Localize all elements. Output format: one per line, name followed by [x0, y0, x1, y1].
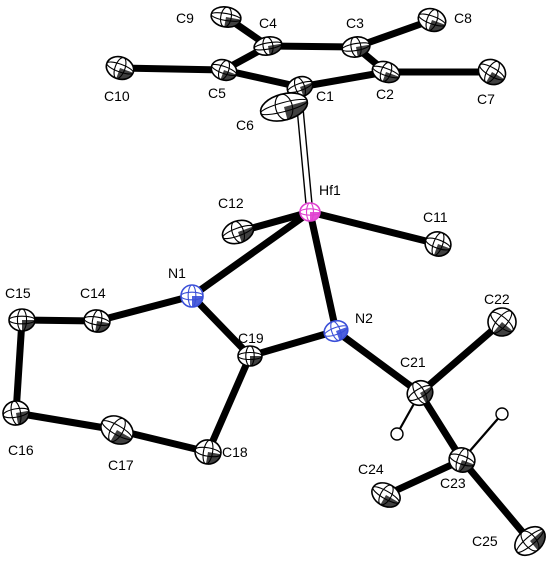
atom-c8 [417, 7, 447, 33]
atom-c6 [259, 92, 309, 122]
bond-cp-hf1-a [296, 107, 307, 205]
bond-c18-c19 [204, 352, 254, 456]
label-c10: C10 [104, 88, 130, 104]
atom-n2 [323, 319, 349, 343]
atom-c17 [100, 415, 134, 445]
label-c18: C18 [222, 444, 248, 460]
bond-c19-n2 [246, 327, 340, 360]
label-c17: C17 [108, 457, 134, 473]
label-c15: C15 [5, 285, 31, 301]
label-c16: C16 [8, 442, 34, 458]
label-hf1: Hf1 [319, 182, 341, 198]
atom-c22 [487, 307, 517, 337]
atom-c24 [371, 482, 401, 508]
bond-n1-c14 [93, 292, 196, 325]
label-c25: C25 [472, 533, 498, 549]
label-c21: C21 [400, 354, 426, 370]
label-c11: C11 [423, 209, 448, 225]
atom-c16 [2, 400, 30, 426]
label-n1: N1 [168, 265, 186, 281]
atom-c21 [406, 379, 434, 407]
atom-c7 [477, 58, 507, 86]
bond-c23-c24 [382, 456, 466, 499]
atom-c19 [237, 345, 263, 367]
atom-c23 [448, 447, 476, 473]
bond-hf1-c11 [306, 208, 442, 248]
label-n2: N2 [355, 310, 373, 326]
label-c19: C19 [238, 330, 264, 346]
label-c3: C3 [346, 15, 364, 31]
label-c6: C6 [236, 117, 254, 133]
label-c8: C8 [454, 10, 472, 26]
bond-c2-c1 [296, 68, 390, 91]
bond-n1-c19 [188, 292, 254, 360]
atom-c3 [341, 36, 371, 58]
atom-c18 [194, 439, 222, 465]
bond-hf1-n1 [188, 208, 314, 300]
label-c7: C7 [477, 91, 495, 107]
atom-c5 [210, 58, 238, 82]
atom-c15 [8, 308, 36, 332]
label-c23: C23 [440, 475, 466, 491]
hydrogen-atom-c21 [390, 427, 404, 441]
bond-c4-c3 [264, 42, 360, 51]
atom-hf1 [299, 202, 321, 222]
atoms [2, 6, 546, 557]
label-c5: C5 [208, 85, 226, 101]
label-c14: C14 [80, 285, 106, 301]
label-c24: C24 [358, 461, 384, 477]
label-c9: C9 [176, 10, 194, 26]
atom-c1 [286, 75, 314, 99]
hydrogen-atoms [390, 407, 509, 441]
atom-c11 [424, 231, 452, 257]
bond-c15-c16 [12, 316, 26, 417]
atom-c10 [105, 55, 135, 81]
atom-c14 [83, 309, 111, 333]
label-c4: C4 [259, 15, 277, 31]
bond-n2-c21 [332, 327, 424, 397]
hydrogen-atom-c23 [495, 407, 509, 421]
atom-c25 [514, 525, 546, 557]
bond-c21-c22 [416, 318, 506, 397]
bond-c23-c25 [458, 456, 534, 545]
label-c1: C1 [316, 88, 334, 104]
bond-cp-hf1-b [302, 107, 313, 205]
atom-c9 [210, 6, 242, 28]
atom-c4 [253, 36, 283, 56]
atom-n1 [180, 284, 204, 308]
bond-c5-c10 [116, 64, 228, 74]
label-c12: C12 [218, 195, 244, 211]
atom-c12 [221, 219, 255, 245]
atom-c2 [371, 60, 401, 84]
atom-labels: Hf1 C1 C2 C3 C4 C5 C6 C7 C8 C9 C10 C11 C… [5, 10, 510, 549]
label-c2: C2 [376, 86, 394, 102]
label-c22: C22 [484, 291, 510, 307]
bond-hf1-n2 [306, 208, 340, 335]
